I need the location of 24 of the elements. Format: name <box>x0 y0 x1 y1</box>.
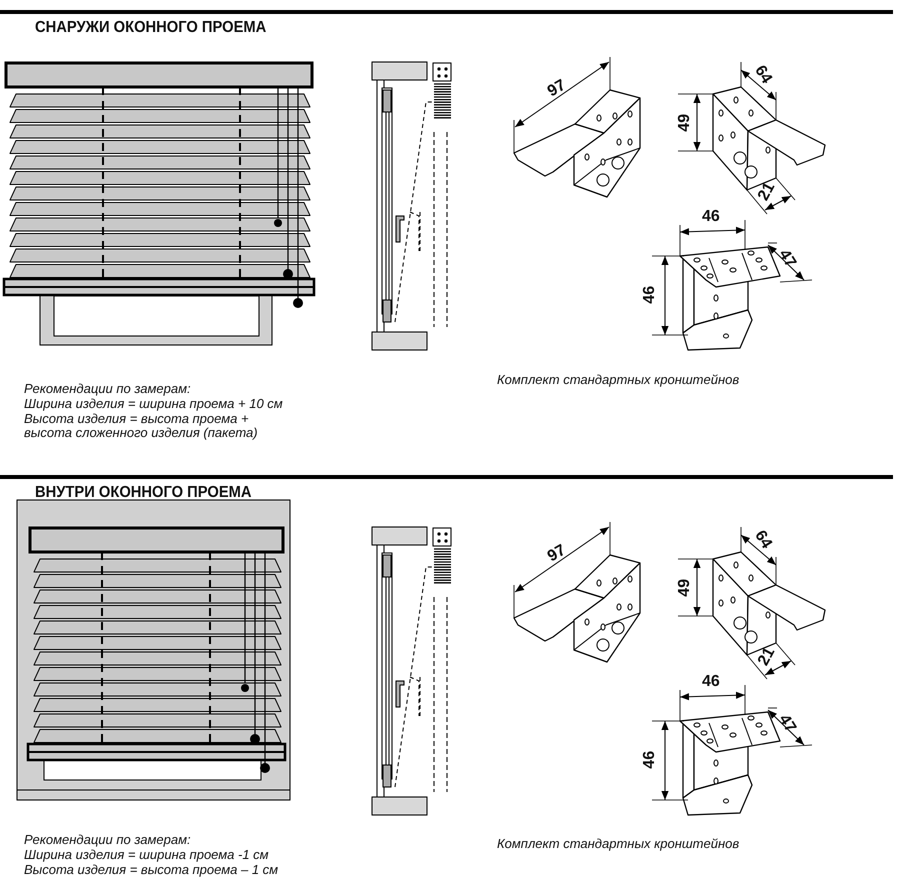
dimension-label: 64 <box>750 62 776 87</box>
note-text: Высота изделия = высота проема – 1 см <box>24 863 278 878</box>
note-text: Рекомендации по замерам: <box>24 382 191 396</box>
section-heading: СНАРУЖИ ОКОННОГО ПРОЕМА <box>35 19 266 37</box>
dimension-label: 97 <box>544 542 569 566</box>
dimension-label: 47 <box>774 246 800 271</box>
dimension-label: 47 <box>774 712 800 736</box>
dimension-label: 46 <box>702 673 720 691</box>
caption-text: Комплект стандартных кронштейнов <box>497 837 740 852</box>
dimension-label: 97 <box>544 76 569 101</box>
dimension-label: 21 <box>754 644 779 669</box>
dimension-label: 46 <box>641 286 659 304</box>
dimension-label: 46 <box>641 750 659 769</box>
dimension-label: 46 <box>702 208 720 226</box>
note-text: Рекомендации по замерам: <box>24 833 191 848</box>
dimension-label: 49 <box>676 578 694 597</box>
section-heading: ВНУТРИ ОКОННОГО ПРОЕМА <box>35 484 252 502</box>
note-text: Ширина изделия = ширина проема + 10 см <box>24 397 283 412</box>
dimension-label: 49 <box>676 114 694 132</box>
note-text: Высота изделия = высота проема + высота сложенного изделия (пакета) <box>24 412 259 441</box>
caption-text: Комплект стандартных кронштейнов <box>497 373 740 388</box>
dimension-label: 21 <box>754 180 779 204</box>
note-text: Ширина изделия = ширина проема -1 см <box>24 848 269 862</box>
dimension-label: 64 <box>750 528 776 552</box>
